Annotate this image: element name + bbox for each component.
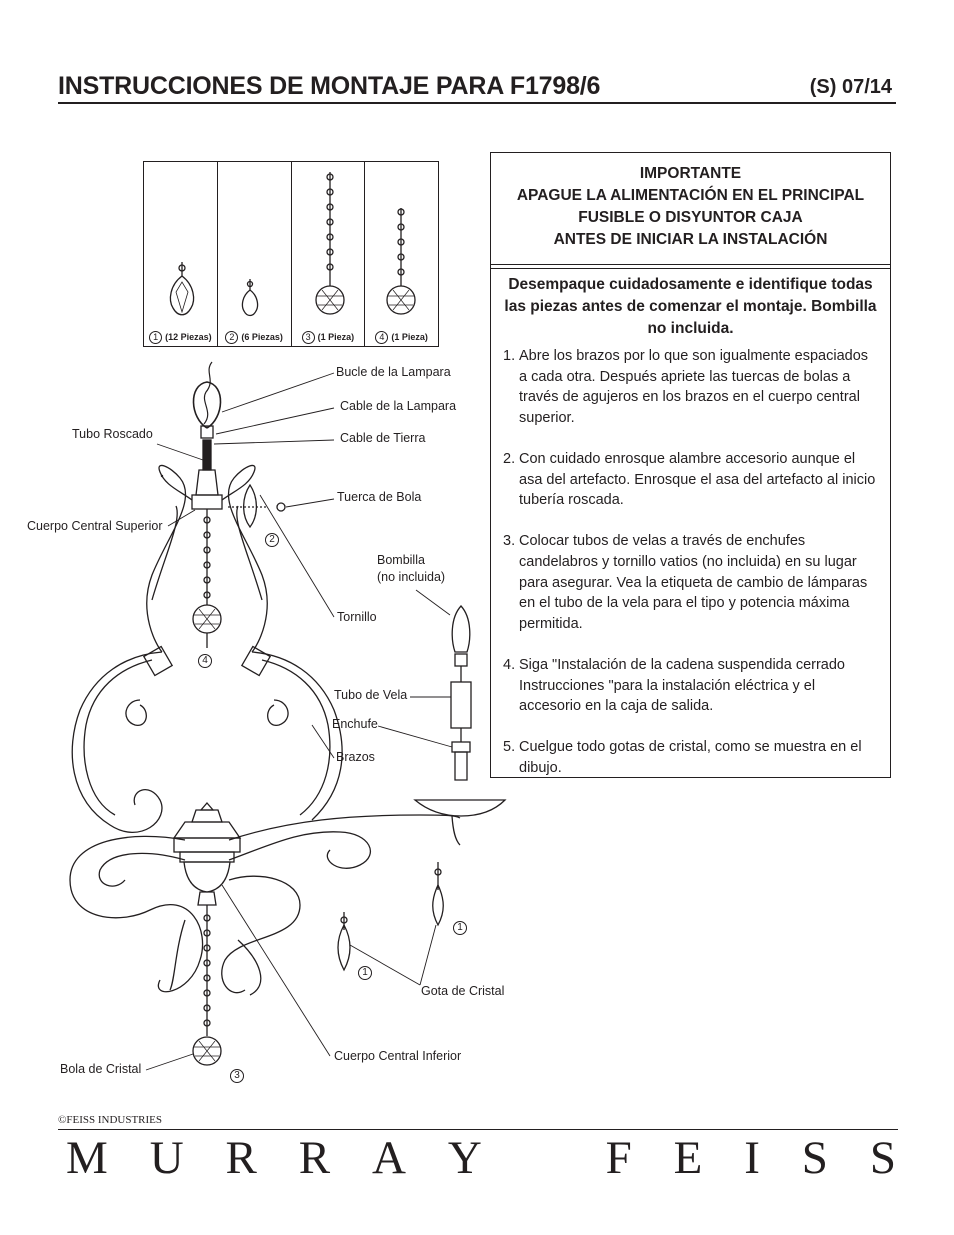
callout-bola: Bola de Cristal — [60, 1062, 142, 1076]
part-2-crystal-icon — [241, 279, 259, 317]
brand-logo: M U R R A Y F E I S S — [66, 1132, 896, 1184]
callout-cuerpo-inferior: Cuerpo Central Inferior — [334, 1049, 462, 1063]
part-number-1b: 1 — [358, 966, 372, 980]
copyright: ©FEISS INDUSTRIES — [58, 1114, 163, 1126]
part-number-1a: 1 — [453, 921, 467, 935]
part-cell-3: 3(1 Pieza) — [292, 162, 366, 346]
callout-tornillo: Tornillo — [337, 610, 377, 624]
part-cell-1: 1(12 Piezas) — [144, 162, 218, 346]
important-warning: IMPORTANTE APAGUE LA ALIMENTACIÓN EN EL … — [491, 153, 890, 265]
footer-divider — [58, 1129, 898, 1130]
callout-cable-lampara: Cable de la Lampara — [340, 399, 457, 413]
part-cell-2: 2(6 Piezas) — [218, 162, 292, 346]
part-1-crystal-icon — [169, 262, 195, 316]
part-3-chain-icon — [315, 172, 345, 315]
warning-line-4: ANTES DE INICIAR LA INSTALACIÓN — [553, 231, 828, 248]
document-code: (S) 07/14 — [809, 76, 892, 98]
warning-line-2: APAGUE LA ALIMENTACIÓN EN EL PRINCIPAL — [516, 187, 865, 204]
callout-bucle: Bucle de la Lampara — [336, 365, 451, 379]
instructions-box: IMPORTANTE APAGUE LA ALIMENTACIÓN EN EL … — [490, 152, 891, 778]
parts-table: 1(12 Piezas) 2(6 Piezas) 3(1 Pieza) 4(1 … — [143, 161, 439, 347]
step-1: 1.Abre los brazos por lo que son igualme… — [503, 348, 869, 426]
callout-cable-tierra: Cable de Tierra — [340, 431, 426, 445]
callout-tuerca: Tuerca de Bola — [337, 490, 422, 504]
steps-list: 1.Abre los brazos por lo que son igualme… — [491, 340, 890, 778]
callout-gota: Gota de Cristal — [421, 984, 505, 998]
step-4: 4.Siga "Instalación de la cadena suspend… — [503, 656, 845, 715]
warning-line-1: IMPORTANTE — [639, 165, 742, 182]
part-number-4: 4 — [198, 654, 212, 668]
step-5: 5.Cuelgue todo gotas de cristal, como se… — [503, 739, 862, 776]
step-2: 2.Con cuidado enrosque alambre accesorio… — [503, 450, 876, 509]
callout-enchufe: Enchufe — [332, 717, 378, 731]
part-4-chain-icon — [386, 208, 416, 315]
part-cell-4: 4(1 Pieza) — [365, 162, 438, 346]
part-label-1: 1(12 Piezas) — [144, 331, 217, 344]
unpack-intro: Desempaque cuidadosamente e identifique … — [504, 276, 877, 337]
callout-tubo-roscado: Tubo Roscado — [72, 427, 153, 441]
page-title: INSTRUCCIONES DE MONTAJE PARA F1798/6 — [58, 72, 601, 100]
warning-line-3: FUSIBLE O DISYUNTOR CAJA — [578, 209, 803, 226]
callout-cuerpo-superior: Cuerpo Central Superior — [27, 519, 163, 533]
part-number-3: 3 — [230, 1069, 244, 1083]
warning-divider — [491, 268, 890, 271]
callout-tubo-vela: Tubo de Vela — [334, 688, 408, 702]
callout-bombilla: Bombilla — [377, 553, 425, 567]
step-3: 3.Colocar tubos de velas a través de enc… — [503, 533, 868, 632]
header-divider — [58, 102, 896, 104]
part-label-3: 3(1 Pieza) — [292, 331, 365, 344]
part-label-2: 2(6 Piezas) — [218, 331, 291, 344]
part-number-2: 2 — [265, 533, 279, 547]
part-label-4: 4(1 Pieza) — [365, 331, 438, 344]
callout-brazos: Brazos — [336, 750, 375, 764]
callout-no-incluida: (no incluida) — [377, 570, 446, 584]
